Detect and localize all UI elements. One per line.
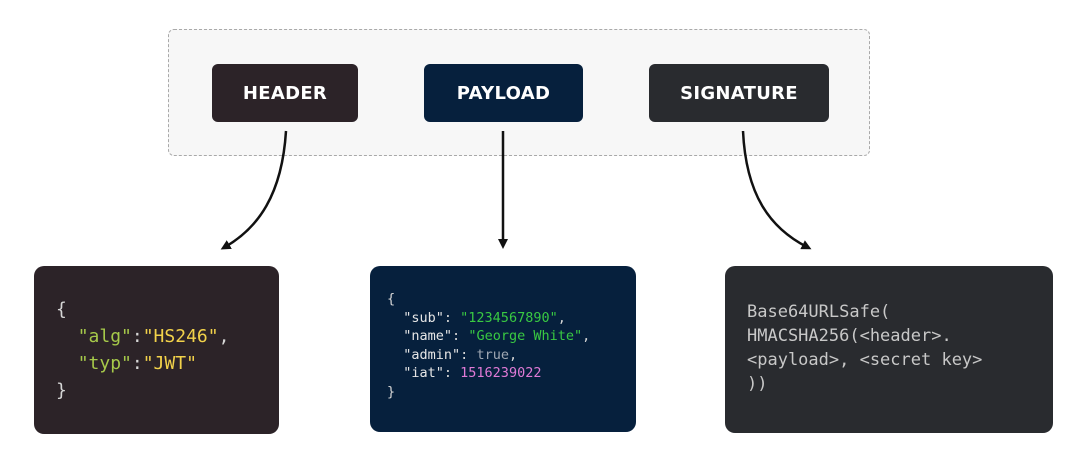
payload-part-box: PAYLOAD — [424, 64, 583, 122]
payload-code-card: { "sub": "1234567890", "name": "George W… — [370, 266, 636, 432]
signature-line-4: )) — [747, 374, 768, 394]
header-code-card: { "alg":"HS246", "typ":"JWT"} — [34, 266, 279, 434]
header-part-box: HEADER — [212, 64, 358, 122]
signature-arrow — [741, 130, 812, 250]
signature-line-3: <payload>, <secret key> — [747, 350, 983, 370]
signature-part-label: SIGNATURE — [680, 82, 798, 104]
signature-part-box: SIGNATURE — [649, 64, 829, 122]
payload-part-label: PAYLOAD — [456, 82, 551, 104]
header-arrow — [220, 130, 288, 250]
signature-line-2: HMACSHA256(<header>. — [747, 326, 952, 346]
header-part-label: HEADER — [242, 82, 328, 104]
signature-code-card: Base64URLSafe( HMACSHA256(<header>. <paylo… — [725, 266, 1053, 433]
signature-line-1: Base64URLSafe( — [747, 302, 891, 322]
